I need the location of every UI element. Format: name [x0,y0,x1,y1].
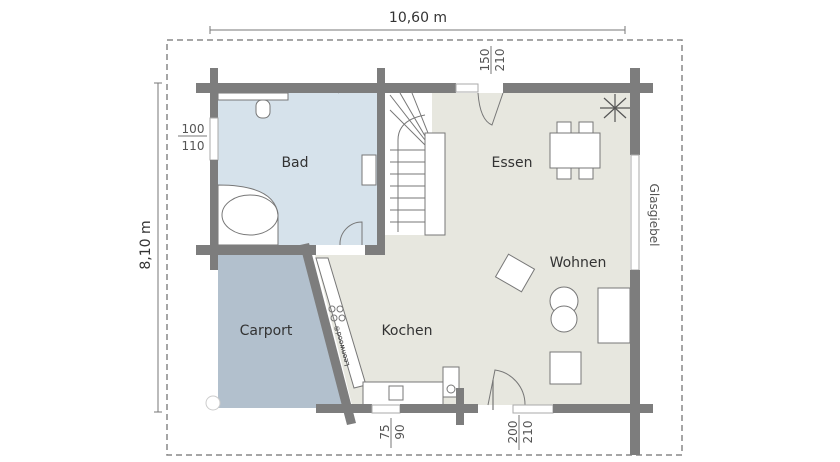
carport-post [205,395,221,411]
entry-door-icon [487,369,526,406]
svg-text:75: 75 [378,424,392,439]
plot-boundary [166,39,683,456]
bathroom-fixtures [217,87,379,246]
kitchen-sink-icon [388,385,404,401]
bad-door-icon [339,221,363,246]
room-label-carport: Carport [240,323,293,339]
window-top-dimension: 150 210 [478,46,507,74]
depth-dimension: 8,10 m [138,82,162,413]
depth-label: 8,10 m [138,220,154,269]
sofa-icon [597,287,631,344]
bathtub-icon [217,184,279,246]
svg-text:210: 210 [493,49,507,72]
svg-text:100: 100 [182,122,205,136]
svg-text:150: 150 [478,49,492,72]
glasgiebel-label: Glasgiebel [647,184,661,247]
width-dimension: 10,60 m [209,10,626,34]
svg-text:90: 90 [393,424,407,439]
svg-text:200: 200 [506,421,520,444]
room-label-kochen: Kochen [381,323,432,339]
window-left-dimension: 100 110 [178,122,207,153]
top-door-icon [477,92,504,126]
plant-icon [600,94,630,122]
armchair-icon [494,253,536,293]
entry-door-dimension: 200 210 [506,415,535,450]
svg-text:110: 110 [182,139,205,153]
toilet-icon [255,99,271,119]
window-kitchen-dimension: 75 90 [378,418,407,448]
sink-icon [361,154,377,186]
svg-text:210: 210 [521,421,535,444]
width-label: 10,60 m [389,10,447,26]
room-label-wohnen: Wohnen [550,255,607,271]
walls [196,68,653,455]
staircase [385,92,446,236]
armchair-icon [549,351,582,385]
dining-table [549,121,601,180]
room-label-bad: Bad [281,155,308,171]
living-furniture [487,253,631,410]
room-label-essen: Essen [492,155,533,171]
